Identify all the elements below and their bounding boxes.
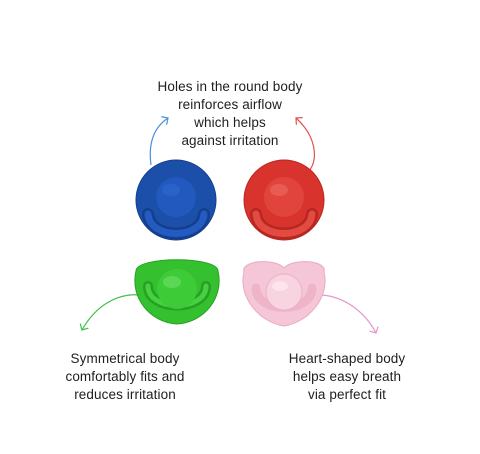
blue-pacifier	[135, 159, 217, 241]
red-arrow	[296, 118, 315, 171]
green-pacifier	[134, 259, 220, 325]
pink-arrow	[321, 294, 376, 333]
pink-pacifier	[242, 261, 326, 327]
red-pacifier	[243, 159, 325, 241]
caption-symmetrical: Symmetrical body comfortably fits and re…	[65, 351, 185, 402]
green-arrow	[82, 294, 141, 330]
caption-heart-shaped: Heart-shaped body helps easy breath via …	[288, 351, 406, 402]
caption-round-holes: Holes in the round body reinforces airfl…	[157, 79, 303, 148]
blue-arrow	[149, 118, 168, 166]
